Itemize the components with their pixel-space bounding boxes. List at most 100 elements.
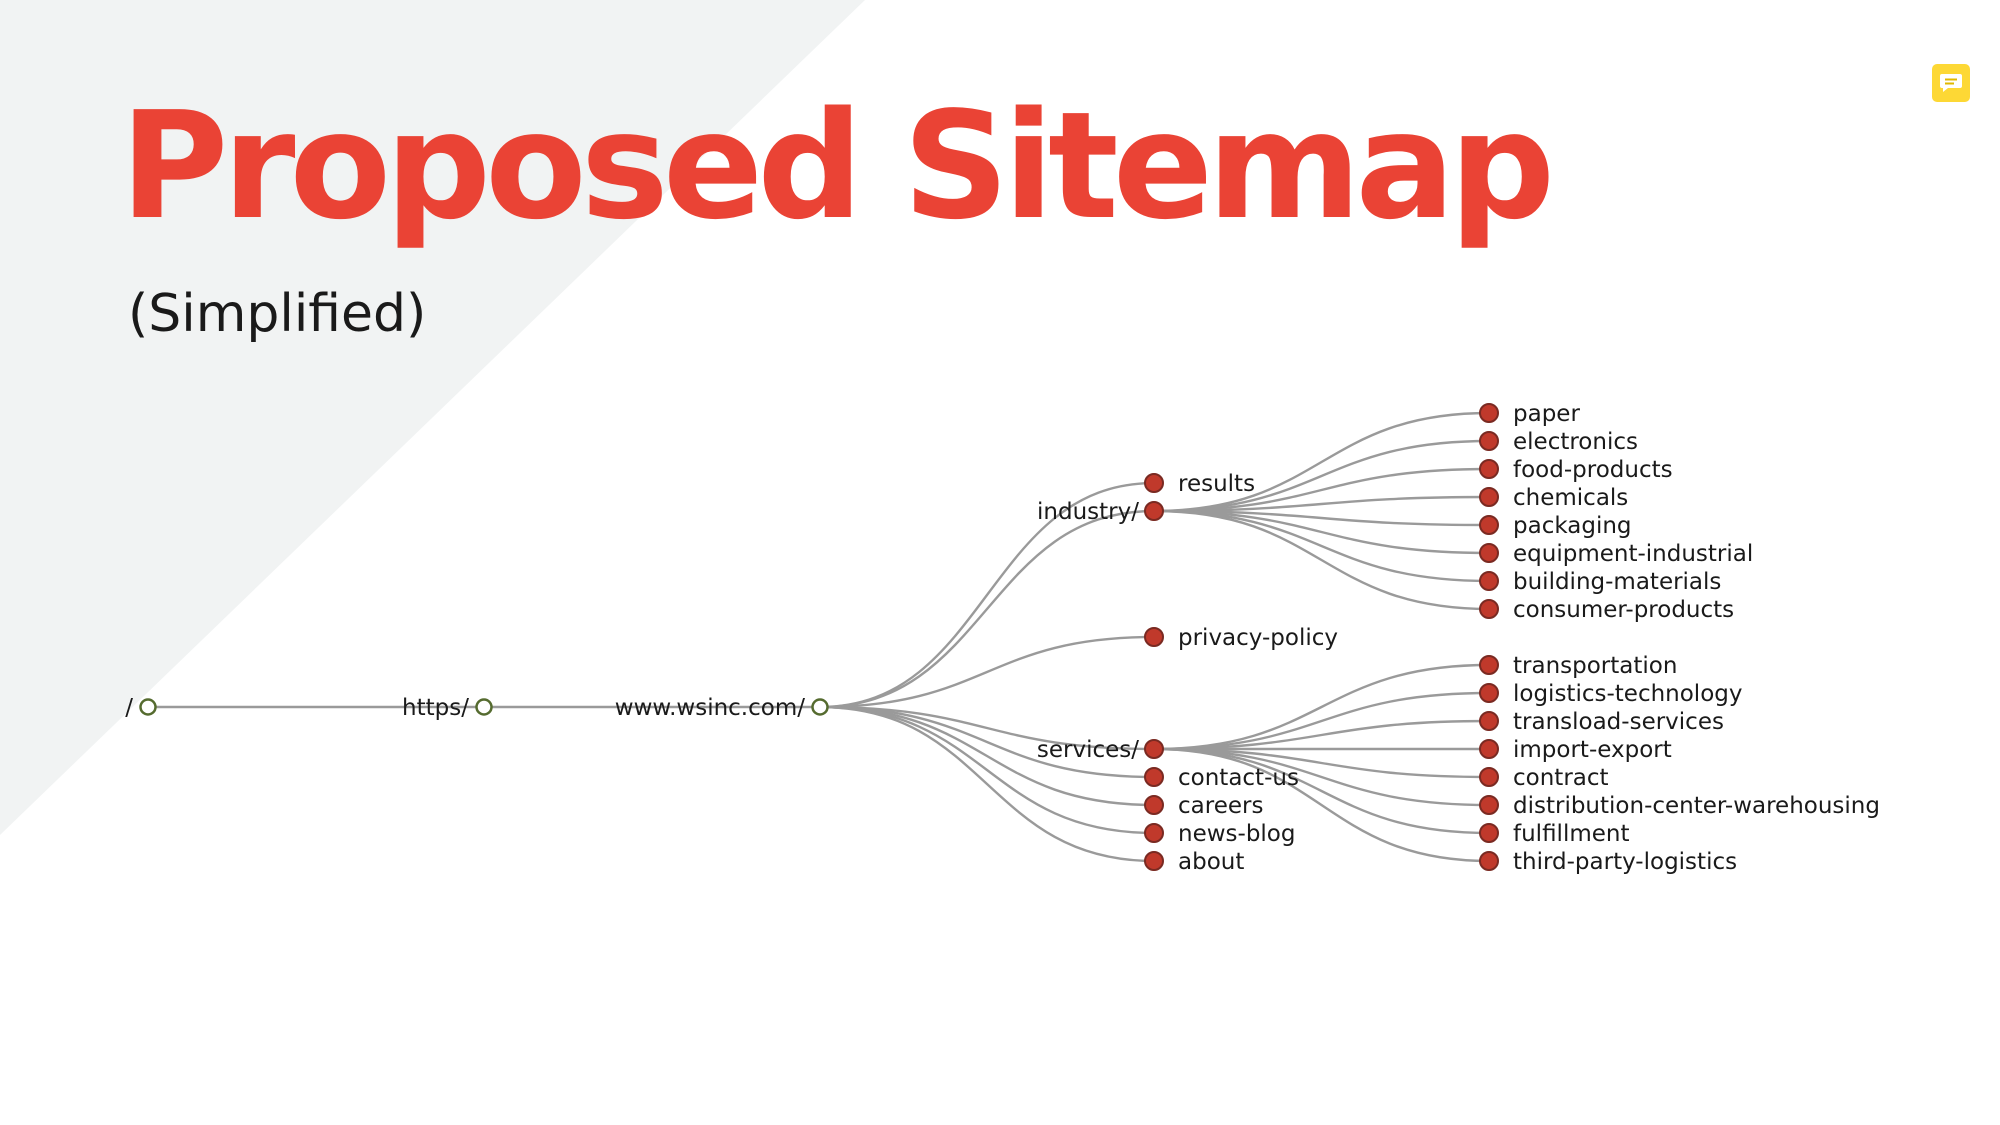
sitemap-node-transportation[interactable]: transportation [1479, 653, 1677, 679]
node-dot-icon [1144, 851, 1164, 871]
node-dot-icon [1479, 739, 1499, 759]
node-dot-icon [1479, 403, 1499, 423]
sitemap-node-label: industry/ [1037, 499, 1139, 525]
node-dot-icon [1144, 473, 1164, 493]
node-dot-icon [1144, 627, 1164, 647]
sitemap-node-paper[interactable]: paper [1479, 401, 1580, 427]
sitemap-node-label: distribution-center-warehousing [1513, 793, 1880, 819]
node-dot-icon [1479, 571, 1499, 591]
sitemap-node-logistics-technology[interactable]: logistics-technology [1479, 681, 1742, 707]
sitemap-node-label: news-blog [1178, 821, 1295, 847]
sitemap-node-fulfillment[interactable]: fulfillment [1479, 821, 1629, 847]
node-dot-icon [1479, 655, 1499, 675]
sitemap-node-label: logistics-technology [1513, 681, 1742, 707]
sitemap-node-label: building-materials [1513, 569, 1721, 595]
sitemap-node-industry[interactable]: industry/ [1037, 499, 1164, 525]
sitemap-node-careers[interactable]: careers [1144, 793, 1263, 819]
sitemap-node-label: results [1178, 471, 1255, 497]
sitemap-node-contract[interactable]: contract [1479, 765, 1609, 791]
node-dot-icon [1144, 501, 1164, 521]
comment-icon [1940, 74, 1962, 92]
node-dot-icon [1144, 767, 1164, 787]
tree-link [1153, 509, 1490, 583]
tree-link [819, 705, 1155, 807]
sitemap-node-label: careers [1178, 793, 1263, 819]
sitemap-node-label: contract [1513, 765, 1609, 791]
sitemap-node-label: paper [1513, 401, 1580, 427]
node-ring-icon [139, 698, 157, 716]
node-dot-icon [1479, 543, 1499, 563]
sitemap-node-label: contact-us [1178, 765, 1299, 791]
tree-links [148, 411, 1490, 863]
sitemap-node-contact-us[interactable]: contact-us [1144, 765, 1299, 791]
node-dot-icon [1479, 767, 1499, 787]
sitemap-node-results[interactable]: results [1144, 471, 1255, 497]
sitemap-node-import-export[interactable]: import-export [1479, 737, 1672, 763]
sitemap-node-label: https/ [402, 695, 469, 721]
sitemap-node-label: services/ [1037, 737, 1139, 763]
sitemap-node-privacy-policy[interactable]: privacy-policy [1144, 625, 1338, 651]
tree-link [1153, 747, 1490, 779]
sitemap-node-https[interactable]: https/ [402, 695, 493, 721]
sitemap-node-news-blog[interactable]: news-blog [1144, 821, 1295, 847]
node-dot-icon [1479, 683, 1499, 703]
sitemap-node-label: packaging [1513, 513, 1632, 539]
sitemap-node-third-party-logistics[interactable]: third-party-logistics [1479, 849, 1737, 875]
node-dot-icon [1144, 795, 1164, 815]
sitemap-node-electronics[interactable]: electronics [1479, 429, 1638, 455]
node-ring-icon [475, 698, 493, 716]
tree-link [819, 635, 1155, 709]
sitemap-node-consumer-products[interactable]: consumer-products [1479, 597, 1734, 623]
sitemap-node-label: consumer-products [1513, 597, 1734, 623]
tree-link [1153, 439, 1490, 513]
sitemap-node-label: electronics [1513, 429, 1638, 455]
page-subtitle: (Simplified) [128, 284, 427, 344]
node-dot-icon [1479, 459, 1499, 479]
tree-link [1153, 467, 1490, 513]
tree-link [819, 705, 1155, 751]
node-dot-icon [1479, 515, 1499, 535]
node-ring-icon [811, 698, 829, 716]
tree-link [819, 705, 1155, 863]
tree-link [1153, 747, 1490, 863]
sitemap-node-about[interactable]: about [1144, 849, 1244, 875]
sitemap-node-label: transportation [1513, 653, 1677, 679]
sitemap-node-food-products[interactable]: food-products [1479, 457, 1673, 483]
sitemap-node-equipment-industrial[interactable]: equipment-industrial [1479, 541, 1753, 567]
tree-link [1153, 691, 1490, 751]
sitemap-node-label: chemicals [1513, 485, 1628, 511]
sitemap-node-packaging[interactable]: packaging [1479, 513, 1632, 539]
node-dot-icon [1479, 795, 1499, 815]
sitemap-node-label: third-party-logistics [1513, 849, 1737, 875]
sitemap-node-label: www.wsinc.com/ [615, 695, 805, 721]
tree-link [1153, 509, 1490, 527]
sitemap-node-www-wsinc-com[interactable]: www.wsinc.com/ [615, 695, 829, 721]
sitemap-node-chemicals[interactable]: chemicals [1479, 485, 1628, 511]
tree-nodes: / https/www.wsinc.com/results industry/pap… [125, 401, 1880, 875]
sitemap-node-services[interactable]: services/ [1037, 737, 1164, 763]
comment-button[interactable] [1932, 64, 1970, 102]
tree-link [819, 481, 1155, 709]
node-dot-icon [1479, 487, 1499, 507]
node-dot-icon [1479, 431, 1499, 451]
tree-link [819, 705, 1155, 835]
sitemap-node-label: fulfillment [1513, 821, 1629, 847]
sitemap-node-label: about [1178, 849, 1244, 875]
sitemap-node-building-materials[interactable]: building-materials [1479, 569, 1721, 595]
sitemap-node-label: transload-services [1513, 709, 1724, 735]
node-dot-icon [1144, 823, 1164, 843]
node-dot-icon [1479, 851, 1499, 871]
sitemap-node-label: import-export [1513, 737, 1672, 763]
node-dot-icon [1479, 599, 1499, 619]
tree-link [1153, 509, 1490, 611]
sitemap-node-label: privacy-policy [1178, 625, 1338, 651]
sitemap-node-root[interactable]: / [125, 695, 157, 721]
sitemap-node-transload-services[interactable]: transload-services [1479, 709, 1724, 735]
sitemap-node-label: food-products [1513, 457, 1673, 483]
sitemap-node-distribution-center-warehousing[interactable]: distribution-center-warehousing [1479, 793, 1880, 819]
node-dot-icon [1479, 823, 1499, 843]
tree-link [1153, 663, 1490, 751]
sitemap-node-label: equipment-industrial [1513, 541, 1753, 567]
